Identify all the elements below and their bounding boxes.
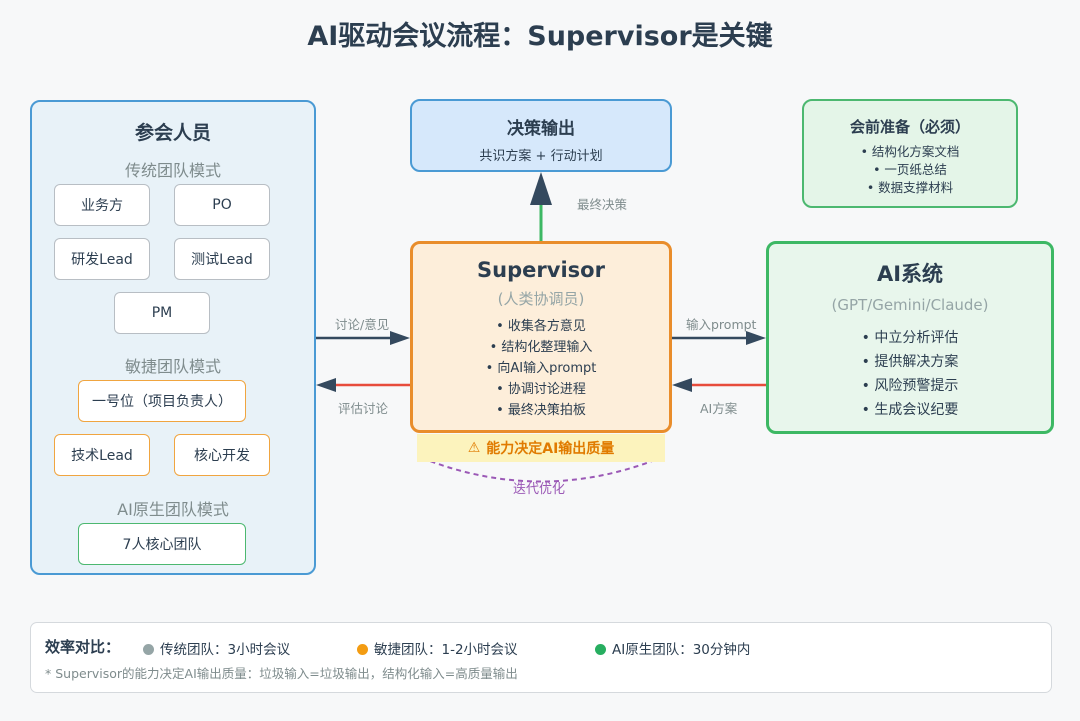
efficiency-ai-native-text: AI原生团队：30分钟内 <box>612 642 751 658</box>
supervisor-title: Supervisor <box>477 258 605 282</box>
efficiency-note: * Supervisor的能力决定AI输出质量：垃圾输入=垃圾输出，结构化输入=… <box>45 666 518 681</box>
supervisor-item: • 收集各方意见 <box>496 319 586 334</box>
role-pm: PM <box>114 292 210 334</box>
supervisor-box: Supervisor (人类协调员) • 收集各方意见 • 结构化整理输入 • … <box>410 241 672 433</box>
label-discuss-opinion: 讨论/意见 <box>335 317 390 332</box>
ai-system-subtitle: (GPT/Gemini/Claude) <box>831 296 989 314</box>
ai-system-title: AI系统 <box>876 262 944 286</box>
role-business: 业务方 <box>54 184 150 226</box>
page-title: AI驱动会议流程：Supervisor是关键 <box>307 21 773 52</box>
supervisor-item: • 最终决策拍板 <box>496 403 586 418</box>
arrow-head-evaluate-discuss <box>316 378 336 392</box>
efficiency-agile-text: 敏捷团队：1-2小时会议 <box>374 642 518 658</box>
decision-title: 决策输出 <box>507 119 575 139</box>
participants-panel: 参会人员 传统团队模式 业务方 PO 研发Lead 测试Lead PM 敏捷团队… <box>30 100 316 575</box>
supervisor-subtitle: (人类协调员) <box>497 290 585 308</box>
ai-system-box: AI系统 (GPT/Gemini/Claude) • 中立分析评估 • 提供解决… <box>766 241 1054 434</box>
prep-title: 会前准备（必须） <box>849 118 970 136</box>
efficiency-panel: 效率对比： 传统团队：3小时会议 敏捷团队：1-2小时会议 AI原生团队：30分… <box>30 622 1052 693</box>
supervisor-item: • 协调讨论进程 <box>496 382 586 397</box>
label-final-decision: 最终决策 <box>577 197 628 212</box>
ai-native-dot <box>595 644 606 655</box>
arrow-head-discuss-opinion <box>390 331 410 345</box>
label-ai-plan: AI方案 <box>700 401 738 416</box>
warning-icon: ⚠ <box>467 440 481 456</box>
efficiency-traditional: 传统团队：3小时会议 <box>143 638 290 658</box>
ai-system-item: • 中立分析评估 <box>861 330 959 346</box>
decision-subtitle: 共识方案 + 行动计划 <box>479 149 603 164</box>
ai-system-item: • 风险预警提示 <box>861 378 959 394</box>
ai-native-heading: AI原生团队模式 <box>117 500 229 519</box>
iterate-loop <box>421 457 661 483</box>
arrow-head-final-decision <box>530 172 552 205</box>
arrow-head-input-prompt <box>746 331 766 345</box>
supervisor-item: • 结构化整理输入 <box>489 340 593 355</box>
role-dev-lead: 研发Lead <box>54 238 150 280</box>
participants-title: 参会人员 <box>134 122 211 144</box>
efficiency-label: 效率对比： <box>45 638 121 656</box>
efficiency-agile: 敏捷团队：1-2小时会议 <box>357 638 518 658</box>
supervisor-item: • 向AI输入prompt <box>485 361 597 376</box>
ai-system-item: • 提供解决方案 <box>861 354 959 370</box>
role-core-dev: 核心开发 <box>174 434 270 476</box>
efficiency-traditional-text: 传统团队：3小时会议 <box>160 642 291 658</box>
arrow-head-ai-plan <box>672 378 692 392</box>
prep-item: • 数据支撑材料 <box>866 180 954 195</box>
prep-box: 会前准备（必须） • 结构化方案文档 • 一页纸总结 • 数据支撑材料 <box>802 99 1018 208</box>
quality-warning: ⚠ 能力决定AI输出质量 <box>417 434 665 462</box>
role-project-owner: 一号位（项目负责人） <box>78 380 246 422</box>
ai-system-item: • 生成会议纪要 <box>861 402 959 418</box>
role-test-lead: 测试Lead <box>174 238 270 280</box>
role-core-team: 7人核心团队 <box>78 523 246 565</box>
iterate-label: 迭代优化 <box>513 482 566 497</box>
label-input-prompt: 输入prompt <box>686 317 757 332</box>
warning-text: 能力决定AI输出质量 <box>486 441 615 457</box>
role-tech-lead: 技术Lead <box>54 434 150 476</box>
agile-heading: 敏捷团队模式 <box>124 357 221 376</box>
decision-output-box: 决策输出 共识方案 + 行动计划 <box>410 99 672 172</box>
prep-item: • 结构化方案文档 <box>860 144 960 159</box>
prep-item: • 一页纸总结 <box>873 162 947 177</box>
role-po: PO <box>174 184 270 226</box>
traditional-heading: 传统团队模式 <box>124 161 221 180</box>
traditional-dot <box>143 644 154 655</box>
efficiency-ai-native: AI原生团队：30分钟内 <box>595 638 750 658</box>
agile-dot <box>357 644 368 655</box>
label-evaluate-discuss: 评估讨论 <box>338 401 389 416</box>
